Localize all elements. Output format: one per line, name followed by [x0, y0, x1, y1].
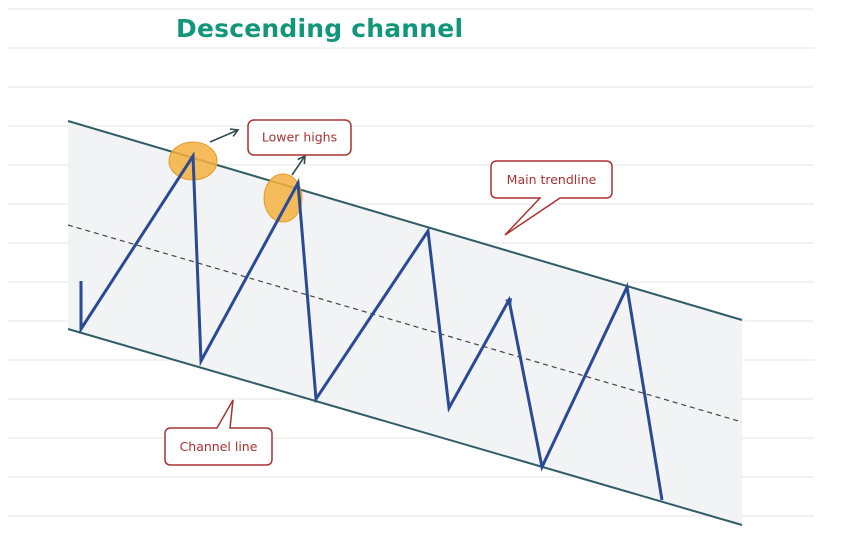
callout-channel-line-text: Channel line [180, 439, 258, 454]
diagram-title: Descending channel [176, 14, 464, 43]
lower-highs-arrow-2 [291, 154, 306, 176]
callout-channel-line: Channel line [164, 399, 273, 466]
price-path [79, 151, 664, 501]
callout-main-trendline-text: Main trendline [507, 172, 597, 187]
lower-high-marker-2 [263, 173, 303, 223]
lower-highs-arrow-1 [209, 128, 240, 143]
price-path-peak-arrow [505, 298, 512, 306]
channel-area [68, 121, 742, 525]
callout-main-trendline: Main trendline [490, 160, 613, 236]
callout-lower-highs: Lower highs [247, 119, 352, 156]
callout-lower-highs-text: Lower highs [262, 130, 337, 145]
channel-line [67, 328, 743, 526]
channel-midline [67, 224, 743, 423]
